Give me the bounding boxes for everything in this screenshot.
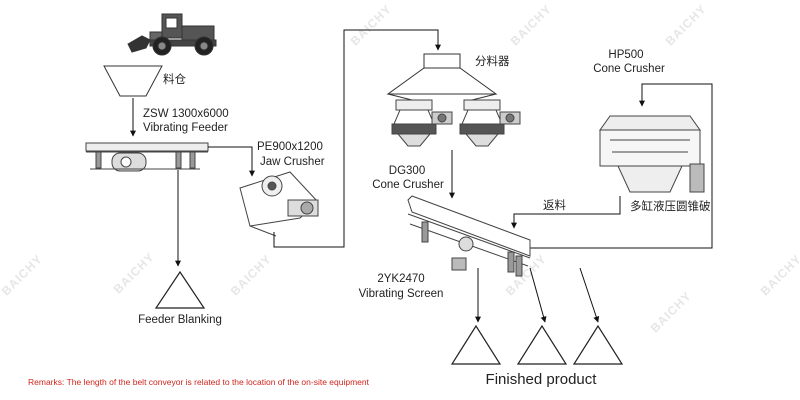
jaw-model-label: PE900x1200 bbox=[257, 141, 323, 153]
hp500-cn-label: 多缸液压圆锥破 bbox=[630, 201, 711, 213]
finished-product-pile bbox=[572, 324, 624, 365]
flow-arrow bbox=[273, 29, 441, 248]
distributor-shape bbox=[386, 53, 498, 101]
remarks-note: Remarks: The length of the belt conveyor… bbox=[28, 377, 369, 387]
dg300-name-label: Cone Crusher bbox=[372, 179, 444, 191]
flow-arrow bbox=[579, 267, 600, 323]
jaw-name-label: Jaw Crusher bbox=[260, 156, 325, 168]
finished-product-label: Finished product bbox=[485, 371, 597, 388]
hopper-shape bbox=[103, 65, 163, 97]
hopper-label: 料仓 bbox=[163, 74, 186, 86]
screen-model-label: 2YK2470 bbox=[377, 273, 425, 285]
return-material-label: 返料 bbox=[543, 200, 566, 212]
cone-crusher-right-shape bbox=[459, 99, 521, 147]
hp500-cone-crusher-shape bbox=[599, 115, 705, 193]
flow-arrow bbox=[511, 196, 621, 229]
hp500-name-label: Cone Crusher bbox=[593, 63, 665, 75]
flow-arrow bbox=[530, 83, 713, 249]
feeder-blanking-label: Feeder Blanking bbox=[138, 314, 222, 326]
wheel-loader-icon bbox=[127, 13, 217, 56]
jaw-crusher-shape bbox=[239, 171, 319, 237]
hp500-model-label: HP500 bbox=[608, 49, 644, 61]
dg300-model-label: DG300 bbox=[388, 165, 426, 177]
cone-crusher-left-shape bbox=[391, 99, 453, 147]
finished-product-pile bbox=[450, 324, 502, 365]
vibrating-screen-shape bbox=[407, 195, 531, 277]
distributor-label: 分料器 bbox=[475, 56, 510, 68]
feeder-blanking-pile bbox=[154, 270, 206, 309]
feeder-name-label: Vibrating Feeder bbox=[143, 122, 228, 134]
vibrating-feeder-shape bbox=[85, 142, 209, 172]
screen-name-label: Vibrating Screen bbox=[358, 288, 444, 300]
flow-arrow bbox=[529, 267, 547, 323]
finished-product-pile bbox=[516, 324, 568, 365]
feeder-model-label: ZSW 1300x6000 bbox=[143, 108, 229, 120]
flow-arrow bbox=[208, 146, 255, 177]
